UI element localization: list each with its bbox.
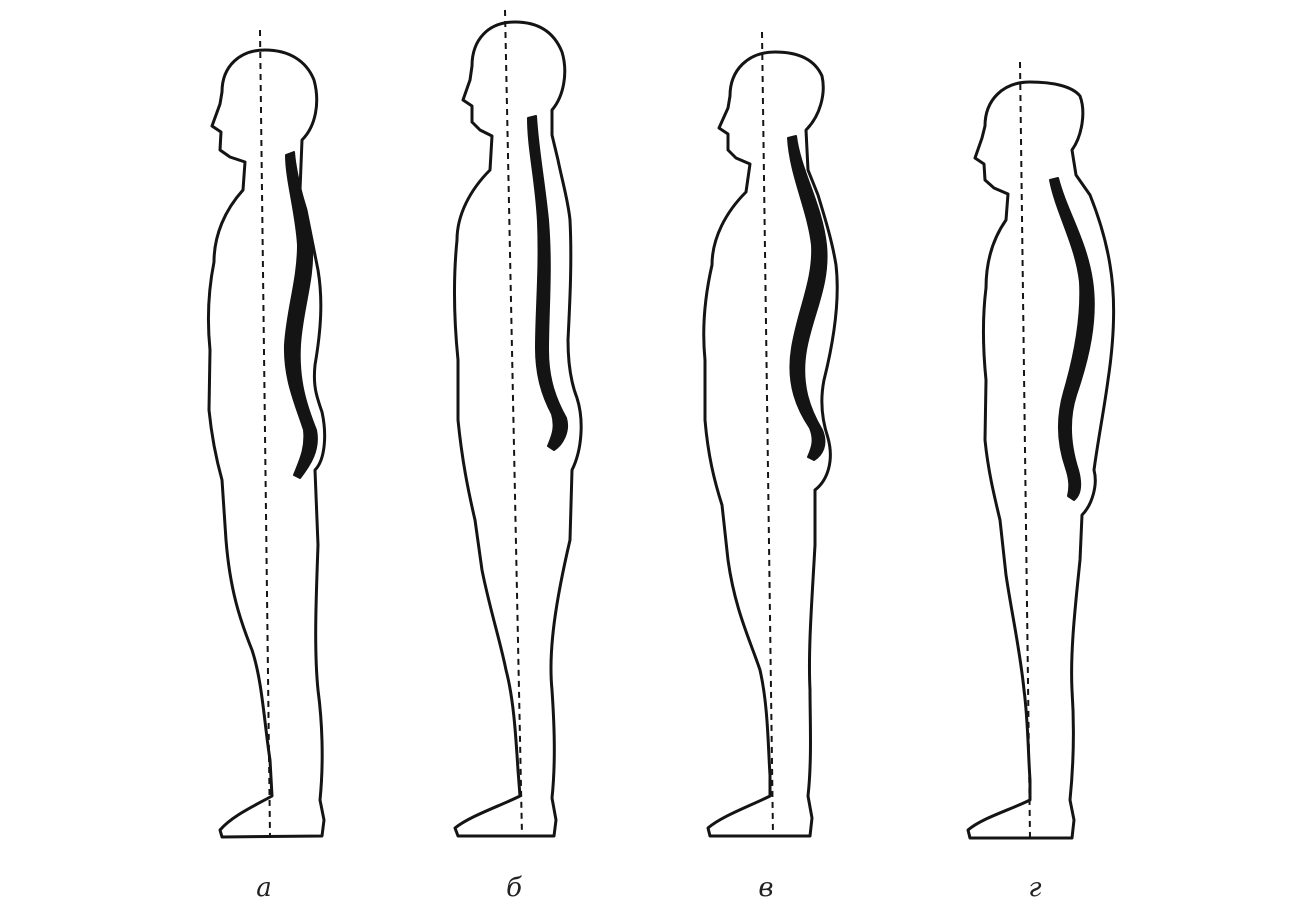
posture-figure-d: г	[968, 62, 1114, 903]
body-outline	[968, 82, 1114, 838]
figure-label: г	[1028, 873, 1041, 903]
posture-figure-c: в	[704, 32, 838, 903]
spine-curve	[1050, 178, 1094, 500]
figure-label: а	[256, 873, 272, 903]
spine-curve	[285, 152, 317, 478]
figure-label: в	[758, 873, 773, 903]
spine-curve	[528, 116, 567, 450]
plumb-line	[1020, 62, 1030, 838]
posture-figure-a: а	[208, 30, 324, 903]
posture-figure-b: б	[454, 10, 581, 903]
spine-curve	[788, 136, 827, 460]
figure-label: б	[506, 873, 522, 903]
